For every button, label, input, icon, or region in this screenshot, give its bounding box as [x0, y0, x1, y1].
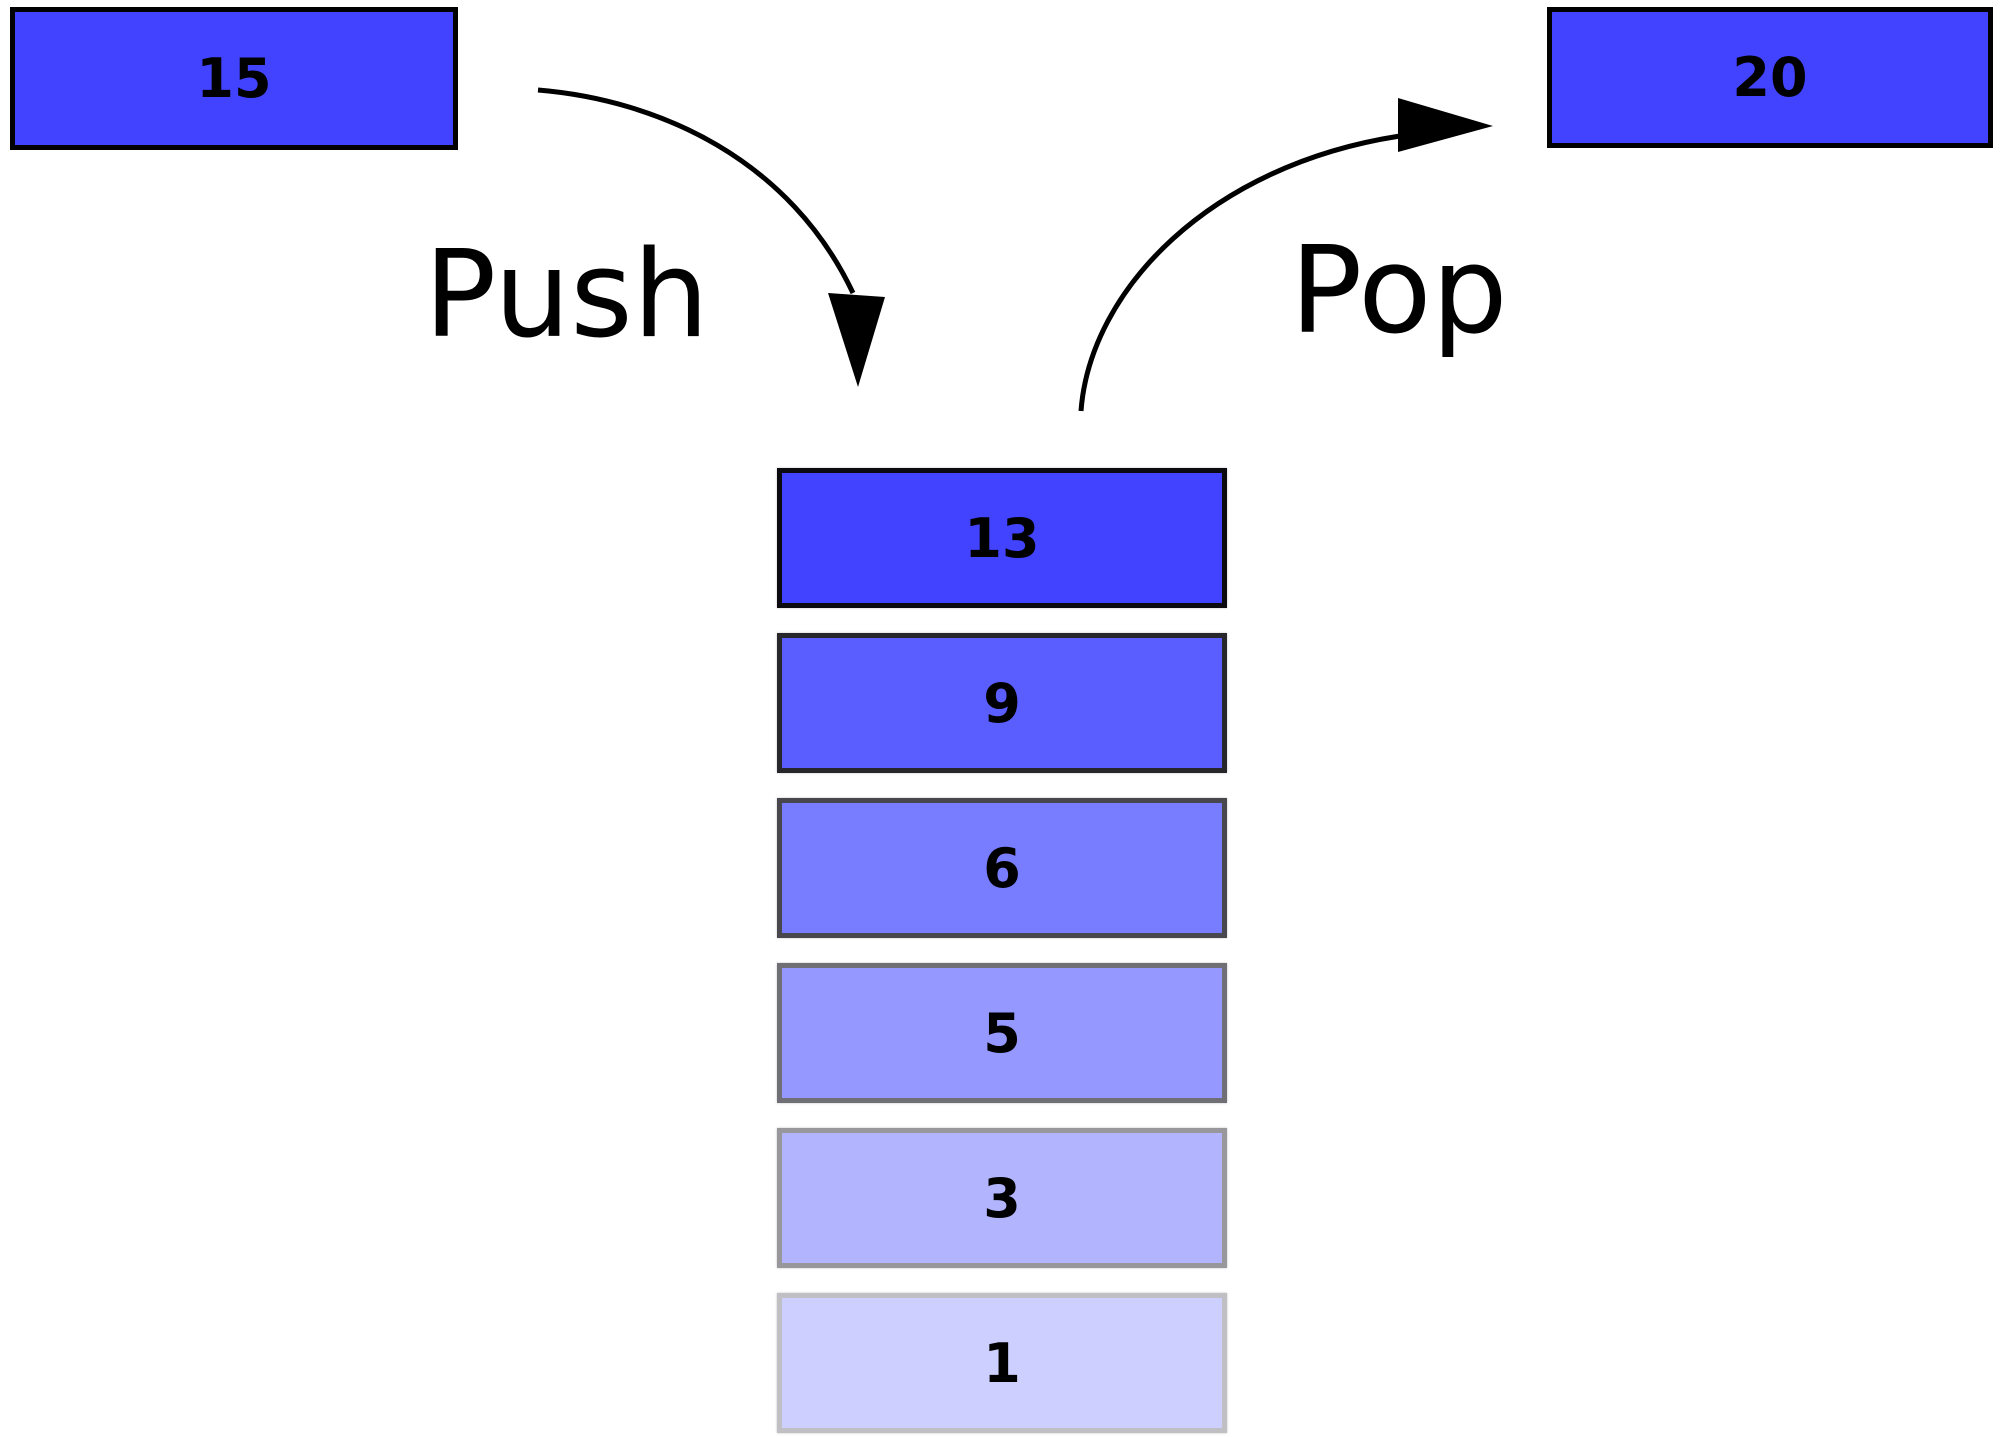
- outgoing-value: 20: [1732, 46, 1808, 109]
- stack-item: 13: [777, 468, 1227, 608]
- pop-label: Pop: [1290, 222, 1508, 361]
- incoming-value-box: 15: [10, 7, 458, 150]
- stack-item: 9: [777, 633, 1227, 773]
- stack-item-value: 9: [983, 671, 1021, 735]
- stack-item-value: 1: [983, 1331, 1021, 1395]
- stack-item: 3: [777, 1128, 1227, 1268]
- stack-item-value: 3: [983, 1166, 1021, 1230]
- stack-item-value: 5: [983, 1001, 1021, 1065]
- outgoing-value-box: 20: [1547, 7, 1993, 148]
- incoming-value: 15: [196, 47, 272, 110]
- stack-item: 5: [777, 963, 1227, 1103]
- push-label: Push: [424, 226, 709, 365]
- stack-item-value: 6: [983, 836, 1021, 900]
- stack-item: 1: [777, 1293, 1227, 1433]
- stack-item-value: 13: [964, 506, 1040, 570]
- stack-item: 6: [777, 798, 1227, 938]
